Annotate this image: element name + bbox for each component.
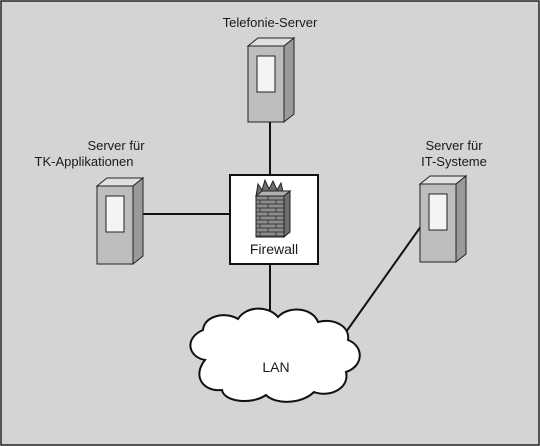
it-server-label-line1: Server für [425,138,483,153]
tk-server-label-line2: TK-Applikationen [35,154,134,169]
telefonie-server: Telefonie-Server [223,15,318,124]
cloud-icon [189,307,361,403]
it-server-label-line2: IT-Systeme [421,154,487,169]
tk-applikationen-server: Server für TK-Applikationen [35,138,145,266]
server-tower-icon [95,176,145,266]
lan-label: LAN [262,359,289,375]
telefonie-server-label: Telefonie-Server [223,15,318,30]
server-tower-icon [246,36,296,124]
firewall-label: Firewall [250,241,298,257]
server-tower-icon [418,174,468,264]
brick-wall-fire-icon [254,178,292,239]
lan-cloud: LAN [189,307,361,403]
tk-server-label-line1: Server für [87,138,145,153]
connection-lines [143,122,425,333]
link-it-lan [345,221,425,333]
firewall-node: Firewall [229,174,319,265]
it-systeme-server: Server für IT-Systeme [418,138,487,264]
